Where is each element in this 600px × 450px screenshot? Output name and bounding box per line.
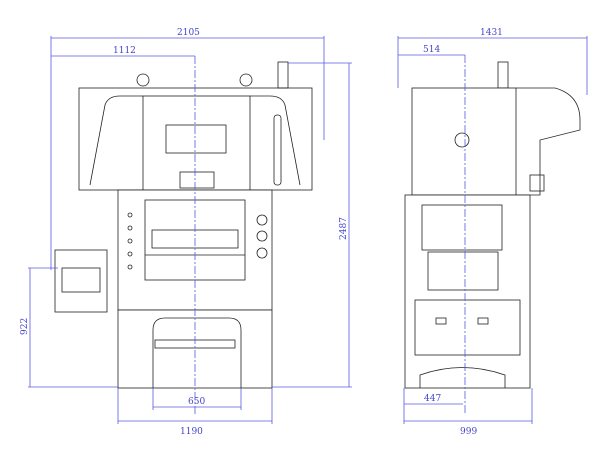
nameplate [165, 124, 227, 154]
lifting-eye-right [239, 73, 253, 87]
side-view [404, 55, 581, 415]
dim-feed-height: 922 [20, 318, 30, 335]
valve-assembly [277, 61, 289, 89]
side-dimensions: 1431 514 447 999 [397, 28, 588, 437]
dim-side-center-offset: 514 [423, 45, 440, 55]
lifting-eye-left [136, 73, 150, 87]
base [117, 309, 273, 389]
vent-grille [421, 204, 503, 251]
dim-base-width: 1190 [180, 427, 203, 437]
dim-base-depth: 999 [460, 427, 477, 437]
dim-overall-depth: 1431 [480, 28, 503, 38]
side-flywheel-hub [454, 132, 470, 148]
dim-overall-width: 2105 [177, 28, 200, 38]
control-box [179, 171, 215, 189]
slide-housing [142, 95, 251, 191]
side-crown [411, 87, 517, 196]
side-frame [404, 194, 531, 389]
front-view [54, 56, 313, 415]
window-slot [273, 114, 282, 186]
feeder [54, 249, 108, 313]
dim-bed-opening: 650 [188, 397, 205, 407]
dim-overall-height: 2487 [339, 217, 349, 240]
dim-bed-offset: 447 [424, 394, 441, 404]
side-valve [497, 61, 509, 89]
dim-center-offset: 1112 [113, 46, 136, 56]
front-dimensions: 2105 1112 2487 922 650 1190 [20, 28, 352, 437]
